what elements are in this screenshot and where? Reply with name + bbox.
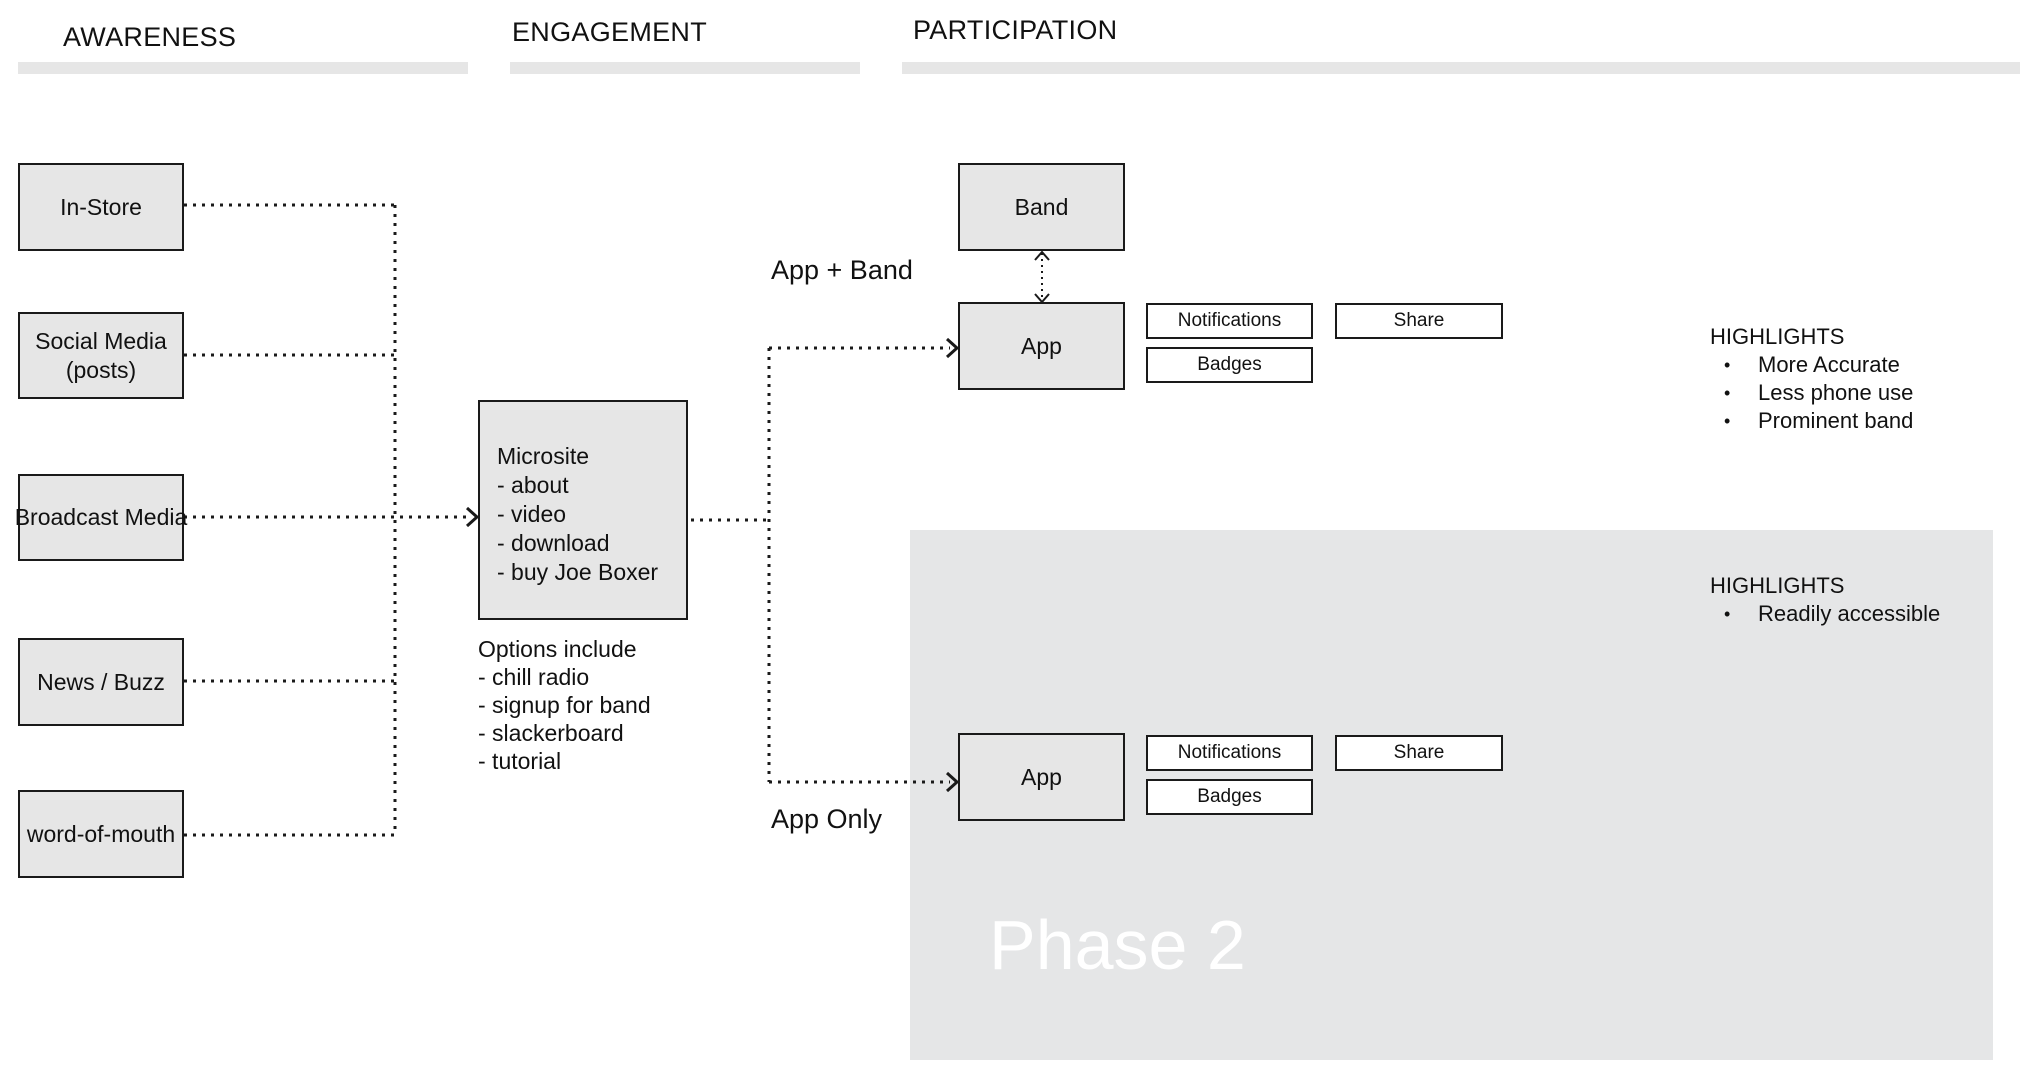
- stage-title-awareness: AWARENESS: [63, 22, 237, 52]
- highlights-title: HIGHLIGHTS: [1710, 324, 1845, 349]
- pill-share-bottom: Share: [1335, 735, 1503, 771]
- highlights-bottom: HIGHLIGHTS Readily accessible: [1710, 572, 1940, 628]
- highlight-item: Readily accessible: [1710, 600, 1940, 628]
- microsite-item: - video: [497, 501, 567, 527]
- arrow-up-band: [1034, 250, 1050, 261]
- node-in-store: In-Store: [18, 163, 184, 251]
- stage-title-engagement: ENGAGEMENT: [512, 17, 708, 47]
- highlights-top: HIGHLIGHTS More Accurate Less phone use …: [1710, 323, 1913, 435]
- options-title: Options include: [478, 636, 637, 662]
- arrow-to-app-only: [945, 771, 960, 793]
- stage-bar-participation: [902, 62, 2020, 74]
- node-word-of-mouth: word-of-mouth: [18, 790, 184, 878]
- highlight-item: More Accurate: [1710, 351, 1913, 379]
- options-list: Options include - chill radio - signup f…: [478, 635, 651, 775]
- path-label-app-only: App Only: [771, 804, 883, 834]
- microsite-item: - buy Joe Boxer: [497, 559, 659, 585]
- pill-badges-bottom: Badges: [1146, 779, 1313, 815]
- node-band: Band: [958, 163, 1125, 251]
- pill-share-top: Share: [1335, 303, 1503, 339]
- path-label-app-band: App + Band: [771, 255, 913, 285]
- node-social-media: Social Media (posts): [18, 312, 184, 399]
- node-broadcast-media: Broadcast Media: [15, 474, 187, 561]
- microsite-item: - about: [497, 472, 569, 498]
- microsite-title: Microsite: [497, 443, 590, 469]
- option-item: - slackerboard: [478, 720, 624, 746]
- node-microsite: Microsite - about - video - download - b…: [478, 400, 688, 620]
- option-item: - signup for band: [478, 692, 651, 718]
- stage-bar-awareness: [18, 62, 468, 74]
- arrow-to-microsite: [465, 506, 480, 528]
- option-item: - tutorial: [478, 748, 562, 774]
- microsite-item: - download: [497, 530, 610, 556]
- node-app-top: App: [958, 302, 1125, 390]
- arrow-to-app-band: [945, 337, 960, 359]
- option-item: - chill radio: [478, 664, 590, 690]
- highlight-item: Prominent band: [1710, 407, 1913, 435]
- stage-title-participation: PARTICIPATION: [913, 15, 1118, 45]
- pill-notifications-bottom: Notifications: [1146, 735, 1313, 771]
- highlights-title: HIGHLIGHTS: [1710, 573, 1845, 598]
- node-news-buzz: News / Buzz: [18, 638, 184, 726]
- pill-notifications-top: Notifications: [1146, 303, 1313, 339]
- highlight-item: Less phone use: [1710, 379, 1913, 407]
- stage-bar-engagement: [510, 62, 860, 74]
- phase-label: Phase 2: [989, 906, 1246, 984]
- pill-badges-top: Badges: [1146, 347, 1313, 383]
- node-app-bottom: App: [958, 733, 1125, 821]
